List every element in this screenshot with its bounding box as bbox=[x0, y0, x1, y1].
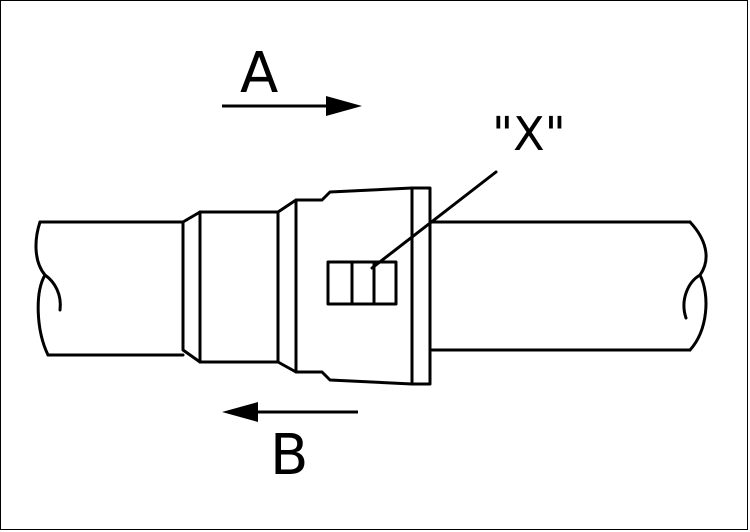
x-leader-line bbox=[370, 170, 498, 270]
label-b: B bbox=[270, 423, 308, 488]
left-pipe bbox=[34, 220, 185, 357]
arrow-a bbox=[222, 96, 362, 116]
right-pipe bbox=[430, 220, 708, 352]
connector-sleeve bbox=[276, 186, 414, 386]
arrow-b bbox=[222, 402, 358, 422]
window-marks bbox=[326, 260, 398, 306]
end-flange bbox=[410, 186, 432, 386]
coupling-collar bbox=[198, 210, 280, 364]
label-a: A bbox=[240, 41, 278, 106]
label-x: "X" bbox=[492, 107, 566, 161]
taper-ring bbox=[181, 210, 202, 364]
